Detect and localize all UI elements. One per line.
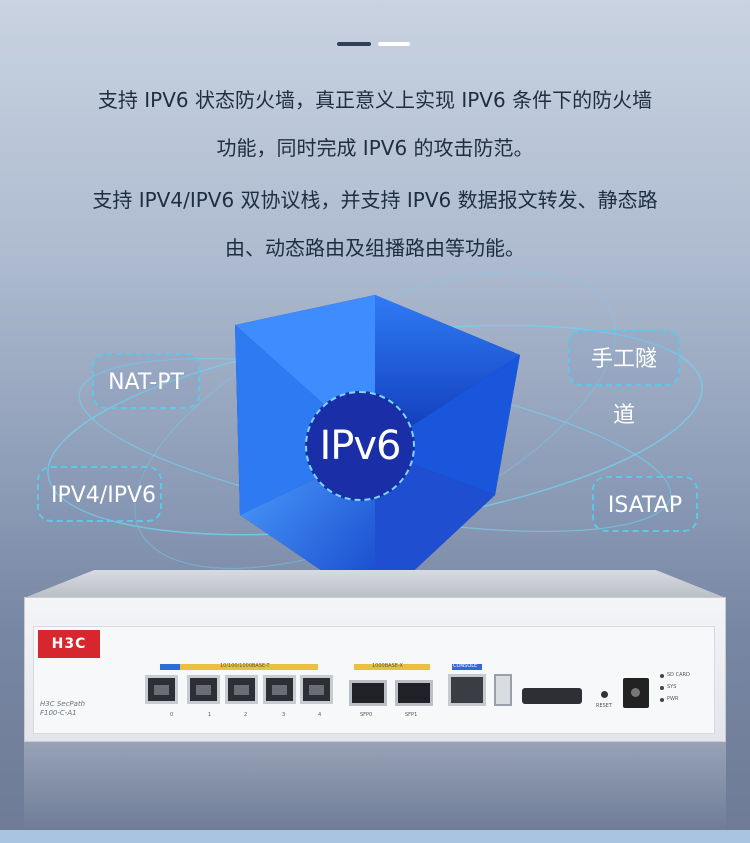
reset-button [601, 691, 608, 698]
sfp-group-label: 1000BASE-X [372, 663, 403, 669]
paragraph-line: 功能，同时完成 IPV6 的攻击防范。 [216, 136, 534, 160]
port-number: 3 [282, 712, 286, 718]
device-top [24, 570, 726, 598]
model-line: F100-C-A1 [40, 709, 77, 717]
led-pwr [660, 698, 664, 702]
sfp-number: SFP0 [360, 712, 373, 718]
tag-isatap: ISATAP [592, 476, 698, 532]
tag-ipv4-ipv6: IPV4/IPV6 [37, 466, 162, 522]
sfp-port [395, 680, 433, 706]
decor-bar-light [378, 42, 410, 46]
ethernet-port [300, 675, 333, 704]
ipv6-badge: IPv6 [305, 391, 415, 501]
console-label: CONSOLE [453, 663, 478, 669]
led-sd-card [660, 674, 664, 678]
model-line: H3C SecPath [40, 700, 86, 708]
reset-label: RESET [596, 703, 613, 709]
port-strip-sfp [354, 664, 430, 670]
port-group-label: 10/100/1000BASE-T [220, 663, 270, 669]
port-number: 4 [318, 712, 322, 718]
paragraph-dual-stack: 支持 IPV4/IPV6 双协议栈，并支持 IPV6 数据报文转发、静态路 由、… [0, 176, 750, 272]
port-strip-mgmt [160, 664, 180, 670]
paragraph-line: 由、动态路由及组播路由等功能。 [225, 236, 525, 260]
usb-port [494, 674, 512, 706]
ethernet-port [187, 675, 220, 704]
tag-manual-tunnel: 手工隧道 [568, 330, 680, 428]
port-strip-console [452, 664, 482, 670]
ethernet-port [145, 675, 178, 704]
ethernet-port [225, 675, 258, 704]
led-sys [660, 686, 664, 690]
paragraph-line: 支持 IPV4/IPV6 双协议栈，并支持 IPV6 数据报文转发、静态路 [92, 188, 658, 212]
paragraph-line: 支持 IPV6 状态防火墙，真正意义上实现 IPV6 条件下的防火墙 [97, 88, 653, 112]
sd-card-slot [522, 688, 582, 704]
led-label: SD CARD [667, 672, 690, 678]
device-reflection [24, 742, 726, 832]
model-label: H3C SecPath F100-C-A1 [40, 700, 85, 718]
power-jack [623, 678, 649, 708]
brand-logo: H3C [38, 630, 100, 658]
port-number: 2 [244, 712, 248, 718]
port-strip-lan [180, 664, 318, 670]
port-number: 1 [208, 712, 212, 718]
console-port [448, 674, 486, 706]
sfp-number: SFP1 [405, 712, 418, 718]
tag-nat-pt: NAT-PT [92, 353, 200, 409]
decor-bar-dark [337, 42, 371, 46]
ethernet-port [263, 675, 296, 704]
sfp-port [349, 680, 387, 706]
led-label: SYS [667, 684, 677, 690]
led-label: PWR [667, 696, 679, 702]
paragraph-firewall: 支持 IPV6 状态防火墙，真正意义上实现 IPV6 条件下的防火墙 功能，同时… [0, 76, 750, 172]
port-number: 0 [170, 712, 174, 718]
floor-strip [0, 830, 750, 843]
